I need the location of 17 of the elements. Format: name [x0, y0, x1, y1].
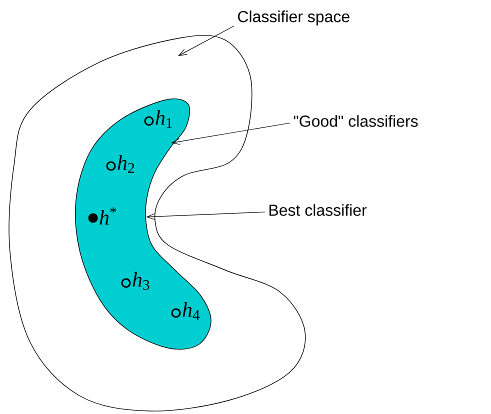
text-label: Best classifier [270, 204, 367, 216]
leader-arrow [171, 122, 290, 145]
point-label: h$_{3}$ [132, 272, 150, 290]
point-marker [88, 213, 98, 223]
shaded-region [75, 98, 212, 350]
point-marker [121, 278, 131, 288]
point-marker [106, 161, 116, 171]
text-label: "Good" classifiers [294, 115, 418, 127]
point-label: h$_{2}$ [118, 155, 134, 173]
point-label: h$_{4}$ [182, 302, 200, 320]
point-marker [144, 116, 154, 126]
leader-arrow [146, 212, 266, 220]
point-label: h$_{1}$ [156, 110, 172, 128]
point-label: h$^{*}$ [100, 207, 116, 225]
text-label: Classifier space [238, 10, 350, 26]
leader-arrow [178, 26, 234, 56]
point-marker [171, 308, 181, 318]
